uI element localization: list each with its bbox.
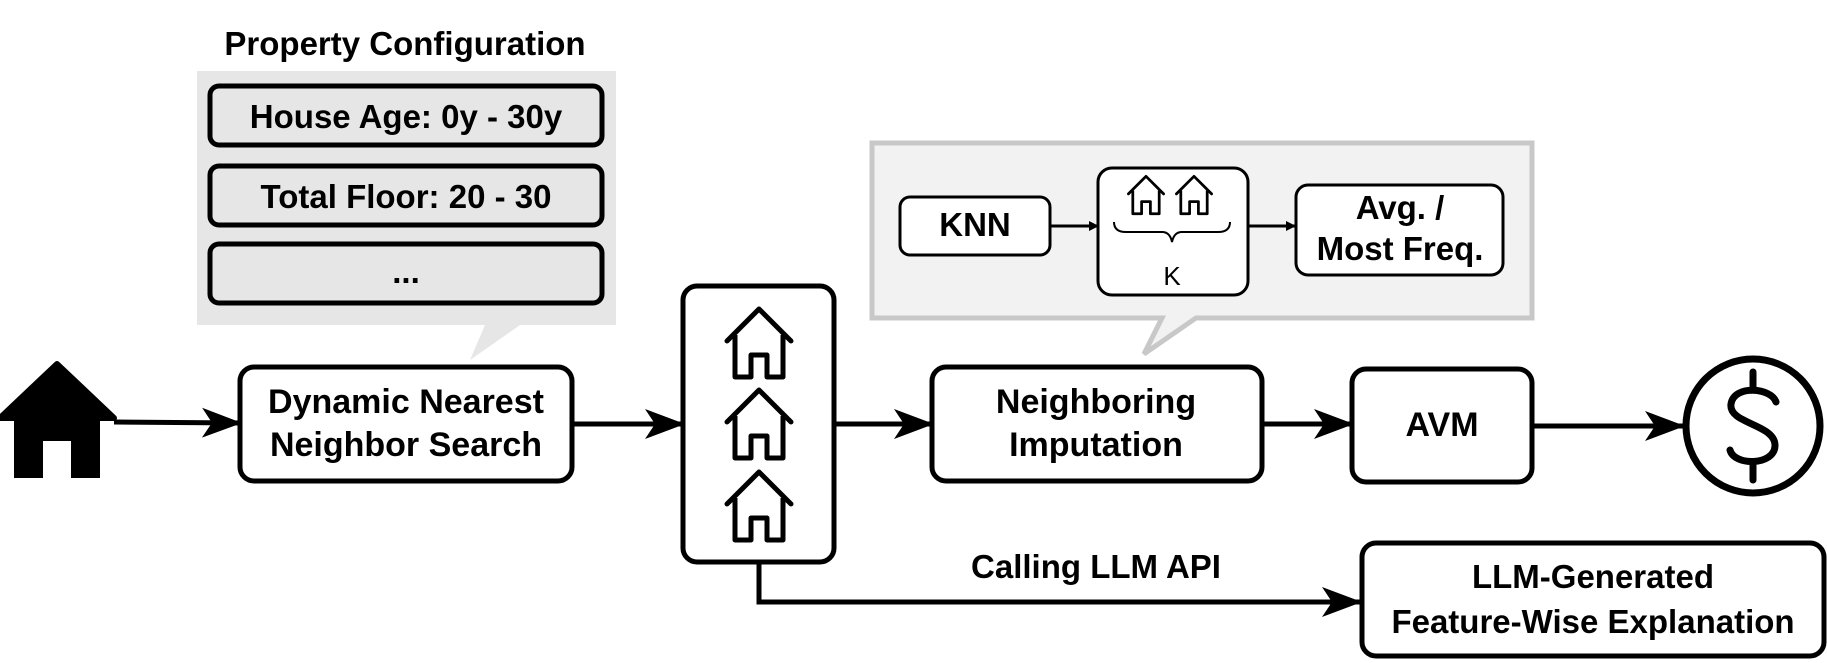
config-field-more	[207, 241, 605, 306]
neighbor-houses-node	[680, 283, 837, 565]
k-brace	[1113, 221, 1231, 243]
config-field-house-age	[207, 83, 605, 148]
avm-node: AVM	[1349, 366, 1535, 485]
imputation-node: Neighboring Imputation	[929, 364, 1265, 484]
explanation-label-line1: LLM-Generated	[1472, 558, 1714, 595]
search-node: Dynamic Nearest Neighbor Search	[237, 364, 575, 484]
dollar-icon	[1682, 355, 1824, 497]
aggregate-label-line1: Avg. /	[1356, 189, 1445, 226]
k-label: K	[1163, 261, 1181, 291]
explanation-node: LLM-Generated Feature-Wise Explanation	[1359, 540, 1827, 659]
config-field-total-floor-label: Total Floor: 20 - 30	[261, 178, 552, 215]
aggregate-node	[1294, 183, 1505, 277]
imputation-detail-panel: KNN K Avg. / Most Freq.	[869, 140, 1535, 357]
search-node-label-line2: Neighbor Search	[270, 426, 542, 464]
arrow-neighbors-to-explanation	[756, 562, 1362, 617]
explanation-label-line2: Feature-Wise Explanation	[1391, 603, 1794, 640]
config-field-house-age-label: House Age: 0y - 30y	[250, 98, 563, 135]
property-config-title: Property Configuration	[224, 25, 585, 62]
knn-label: KNN	[939, 206, 1011, 243]
search-node-label-line1: Dynamic Nearest	[268, 383, 544, 421]
avm-label: AVM	[1405, 406, 1478, 444]
property-config-panel: Property Configuration House Age: 0y - 3…	[197, 25, 616, 360]
llm-api-label: Calling LLM API	[971, 548, 1221, 585]
k-neighbors-node	[1096, 166, 1250, 297]
imputation-node-label-line2: Imputation	[1009, 426, 1183, 464]
config-field-total-floor	[207, 163, 605, 228]
aggregate-label-line2: Most Freq.	[1317, 230, 1484, 267]
house-filled-icon	[0, 361, 117, 478]
config-field-more-label: ...	[392, 253, 420, 290]
arrow-input-to-search	[113, 407, 242, 438]
imputation-node-label-line1: Neighboring	[996, 383, 1196, 421]
